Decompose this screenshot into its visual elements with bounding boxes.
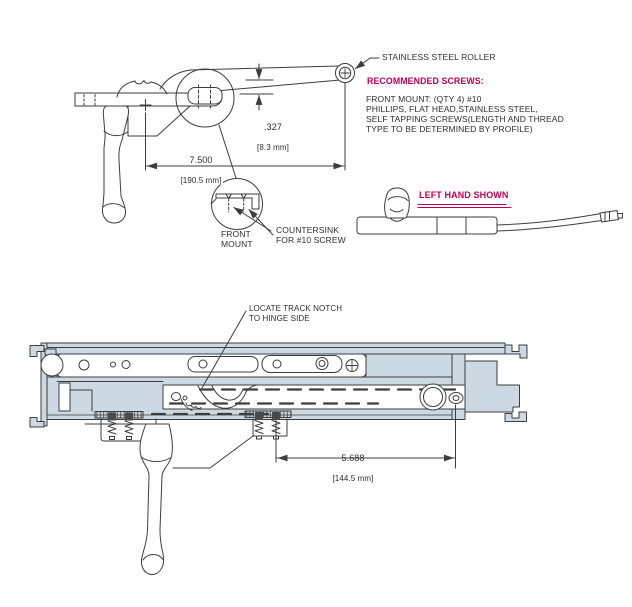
- dim-notch-inches: 5.688: [341, 453, 365, 463]
- dim-arm-length: 7.500 [190.5 mm]: [169, 145, 233, 186]
- dim-notch-to-roller: 5.688 [144.5 mm]: [324, 443, 382, 484]
- locate-track-notch-label: LOCATE TRACK NOTCH TO HINGE SIDE: [249, 304, 343, 323]
- front-mount-label: FRONT MOUNT: [221, 229, 253, 249]
- dim-arm-rise-inches: .327: [264, 122, 282, 132]
- bottom-section-view: [29, 310, 528, 576]
- countersink-label: COUNTERSINK FOR #10 SCREW: [276, 225, 346, 245]
- dim-arm-rise: .327 [8.3 mm]: [250, 112, 296, 153]
- dim-arm-rise-mm: [8.3 mm]: [257, 143, 289, 152]
- dim-arm-length-mm: [190.5 mm]: [179, 176, 223, 185]
- dim-arm-length-inches: 7.500: [189, 155, 213, 165]
- front-mount-detail-bubble: [210, 178, 274, 236]
- stainless-steel-roller-label: STAINLESS STEEL ROLLER: [382, 52, 496, 62]
- side-view-left-hand: [356, 187, 623, 235]
- dim-notch-mm: [144.5 mm]: [331, 474, 375, 483]
- top-plan-view: [74, 57, 380, 224]
- recommended-screws-heading: RECOMMENDED SCREWS:: [367, 76, 484, 86]
- left-hand-shown-label: LEFT HAND SHOWN: [419, 190, 509, 200]
- recommended-screws-note: FRONT MOUNT: (QTY 4) #10 PHILLIPS, FLAT …: [366, 94, 564, 134]
